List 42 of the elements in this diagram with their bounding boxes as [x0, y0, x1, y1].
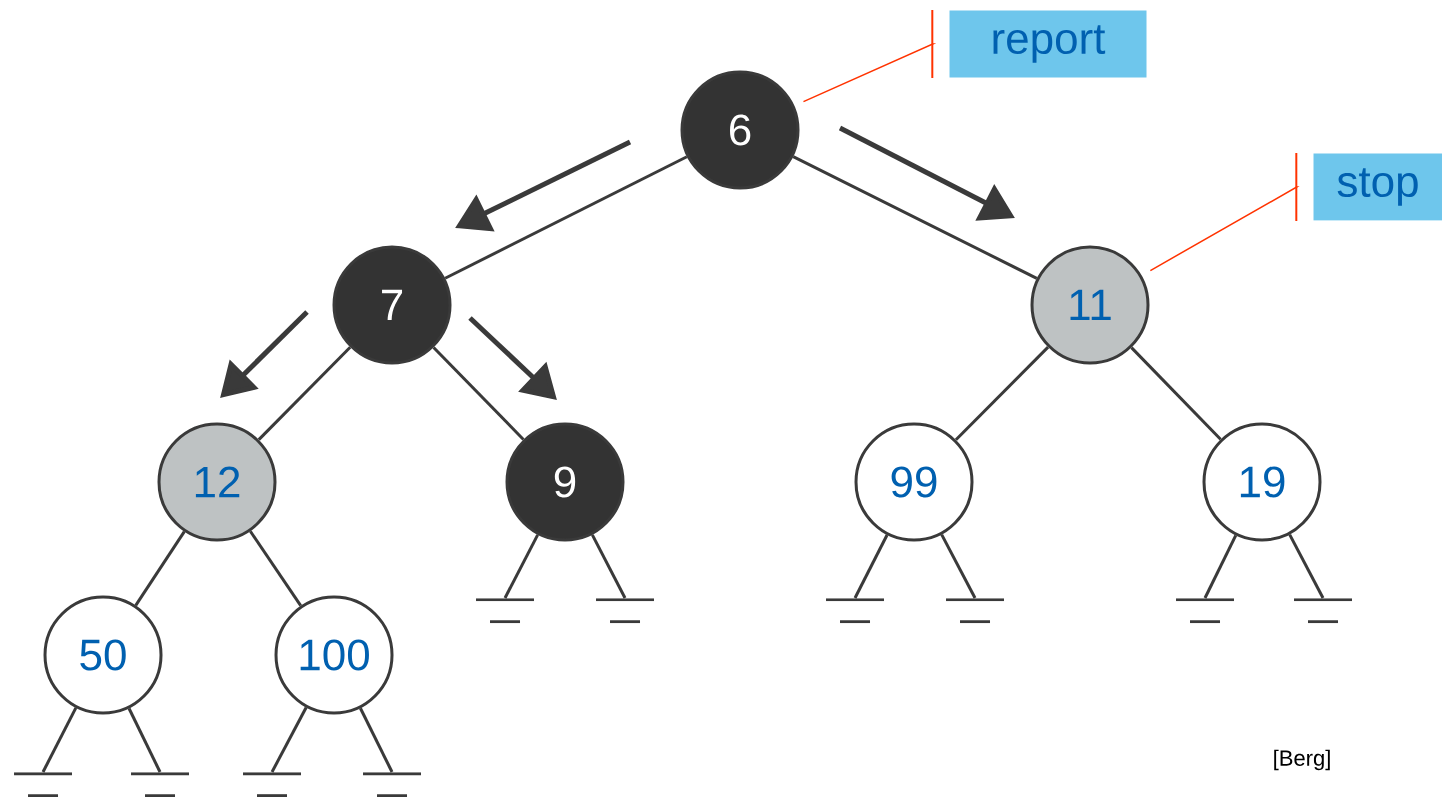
- tree-node: 11: [1030, 245, 1150, 365]
- null-leaf-symbol: [1294, 598, 1352, 624]
- null-leaf-symbol: [243, 772, 301, 797]
- tree-node: 7: [332, 245, 452, 365]
- tree-node: 19: [1202, 422, 1322, 542]
- null-leaf-symbol: [476, 598, 534, 624]
- leader-line: [802, 9, 937, 103]
- tree-edge: [444, 155, 688, 280]
- null-leaf-symbol: [1176, 598, 1234, 624]
- tree-edge: [792, 155, 1038, 280]
- null-leaf-symbol: [131, 772, 189, 797]
- tree-edge: [853, 534, 889, 599]
- tree-edge: [257, 346, 352, 441]
- null-leaf-symbol: [946, 598, 1004, 624]
- tree-edge: [954, 346, 1050, 441]
- null-leaf-symbol: [826, 598, 884, 624]
- callout-box: stop: [1313, 153, 1442, 221]
- tree-edge: [1203, 534, 1238, 599]
- tree-node: 50: [43, 595, 163, 715]
- tree-edge: [432, 346, 525, 441]
- tree-node: 9: [505, 422, 625, 542]
- null-leaf-symbol: [14, 772, 72, 797]
- tree-edge: [127, 707, 162, 773]
- citation: [Berg]: [1274, 749, 1330, 771]
- tree-edge: [249, 530, 302, 607]
- tree-edge: [359, 707, 394, 773]
- tree-edge: [1288, 533, 1325, 599]
- tree-edge: [1130, 346, 1222, 441]
- tree-edge: [41, 707, 78, 773]
- tree-edge: [270, 706, 308, 773]
- tree-edge: [503, 534, 539, 599]
- null-leaf-symbol: [363, 772, 421, 797]
- tree-node: 6: [680, 70, 800, 190]
- tree-node: 99: [854, 422, 974, 542]
- tree-edge: [134, 530, 186, 607]
- callout-box: report: [949, 10, 1147, 78]
- leader-line: [1149, 152, 1300, 272]
- tree-edge: [591, 534, 627, 599]
- null-leaf-symbol: [596, 598, 654, 624]
- tree-node: 100: [274, 595, 394, 715]
- tree-edge: [940, 533, 977, 599]
- tree-node: 12: [157, 422, 277, 542]
